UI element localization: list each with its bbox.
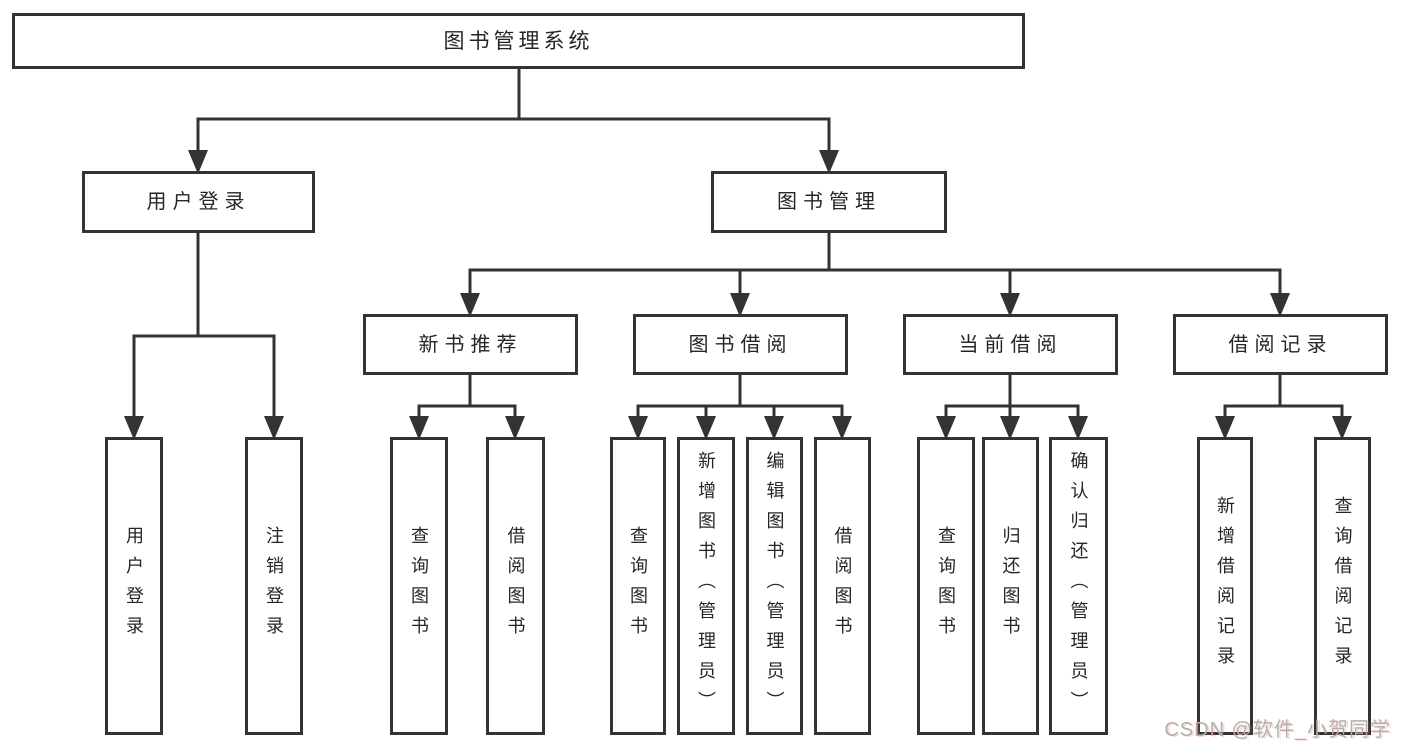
node-label-leaf-add-books-admin: 新增图书（管理员）	[696, 451, 716, 721]
node-leaf-return-books: 归还图书	[982, 437, 1039, 735]
node-label-leaf-borrow-books: 借阅图书	[832, 526, 853, 646]
node-current-borrowing: 当前借阅	[903, 314, 1118, 375]
node-label-new-book-recommendation: 新书推荐	[418, 333, 523, 356]
node-label-user-login: 用户登录	[146, 191, 251, 213]
node-root: 图书管理系统	[12, 13, 1025, 69]
node-label-book-management: 图书管理	[777, 191, 881, 213]
node-leaf-query-books-borrow: 查询图书	[610, 437, 666, 735]
node-leaf-confirm-return-admin: 确认归还（管理员）	[1049, 437, 1108, 735]
node-label-root: 图书管理系统	[443, 29, 594, 53]
node-leaf-borrow-books: 借阅图书	[814, 437, 871, 735]
node-label-book-borrowing: 图书借阅	[688, 333, 793, 356]
node-label-leaf-edit-books-admin: 编辑图书（管理员）	[764, 451, 785, 721]
node-book-management: 图书管理	[711, 171, 947, 233]
node-label-leaf-query-borrow-record: 查询借阅记录	[1332, 496, 1353, 676]
node-label-leaf-query-books-current: 查询图书	[936, 526, 956, 646]
node-book-borrowing: 图书借阅	[633, 314, 848, 375]
node-leaf-edit-books-admin: 编辑图书（管理员）	[746, 437, 803, 735]
node-label-leaf-query-books-recommend: 查询图书	[409, 526, 429, 646]
node-leaf-add-books-admin: 新增图书（管理员）	[677, 437, 735, 735]
node-label-leaf-borrow-books-recommend: 借阅图书	[505, 526, 526, 646]
node-label-leaf-query-books-borrow: 查询图书	[628, 526, 648, 646]
node-leaf-query-books-current: 查询图书	[917, 437, 975, 735]
node-leaf-add-borrow-record: 新增借阅记录	[1197, 437, 1253, 735]
node-label-leaf-confirm-return-admin: 确认归还（管理员）	[1068, 451, 1089, 721]
node-user-login: 用户登录	[82, 171, 315, 233]
node-new-book-recommendation: 新书推荐	[363, 314, 578, 375]
node-borrowing-records: 借阅记录	[1173, 314, 1388, 375]
node-label-leaf-logout: 注销登录	[264, 526, 284, 646]
node-label-borrowing-records: 借阅记录	[1228, 333, 1333, 356]
node-leaf-user-login: 用户登录	[105, 437, 163, 735]
node-label-leaf-user-login: 用户登录	[124, 526, 144, 646]
node-leaf-query-borrow-record: 查询借阅记录	[1314, 437, 1371, 735]
node-leaf-logout: 注销登录	[245, 437, 303, 735]
node-label-current-borrowing: 当前借阅	[958, 333, 1063, 356]
node-label-leaf-return-books: 归还图书	[1000, 526, 1021, 646]
node-label-leaf-add-borrow-record: 新增借阅记录	[1215, 496, 1235, 676]
node-leaf-borrow-books-recommend: 借阅图书	[486, 437, 545, 735]
node-leaf-query-books-recommend: 查询图书	[390, 437, 448, 735]
csdn-watermark: CSDN @软件_小贺同学	[1164, 719, 1391, 741]
